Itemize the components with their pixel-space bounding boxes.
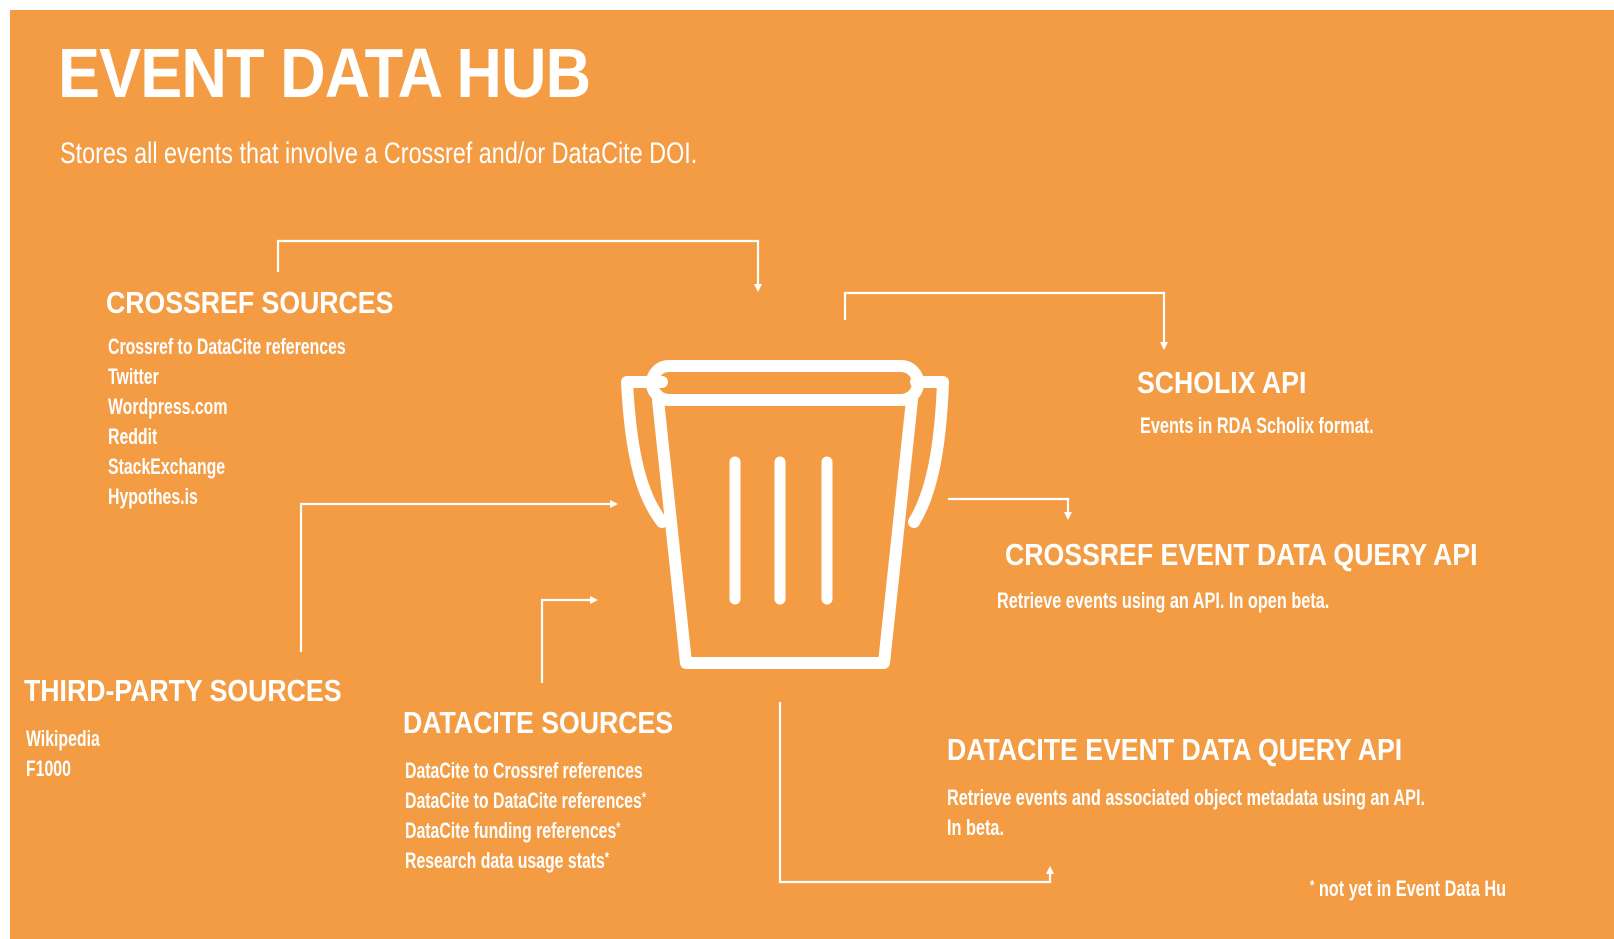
list-item: Hypothes.is (108, 484, 198, 509)
scholix-api-description: Events in RDA Scholix format. (1140, 413, 1374, 438)
infographic-canvas: EVENT DATA HUB Stores all events that in… (10, 10, 1614, 939)
datacite-query-api-description: Retrieve events and associated object me… (947, 783, 1425, 843)
footnote-mark: * (641, 789, 647, 806)
footnote: * not yet in Event Data Hu (1310, 874, 1506, 904)
crossref-query-api-heading: CROSSREF EVENT DATA QUERY API (1005, 537, 1478, 572)
footnote-mark: * (1310, 877, 1315, 894)
list-item: Wordpress.com (108, 394, 228, 419)
datacite-sources-list: DataCite to Crossref references DataCite… (405, 756, 646, 876)
arrow-datacite-to-hub (540, 596, 598, 683)
footnote-mark: * (616, 819, 621, 836)
bucket-icon (621, 360, 949, 669)
list-item: DataCite to Crossref references (405, 756, 646, 786)
arrow-hub-to-crossref-api (948, 497, 1072, 520)
footnote-text: not yet in Event Data Hu (1318, 876, 1507, 901)
crossref-sources-list: Crossref to DataCite references Twitter … (108, 332, 346, 512)
list-item-label: DataCite funding references (405, 818, 617, 843)
arrow-hub-to-datacite-api (778, 702, 1054, 884)
list-item: Wikipedia (26, 726, 100, 751)
arrow-thirdparty-to-hub (299, 500, 618, 652)
list-item: F1000 (26, 756, 71, 781)
datacite-query-api-heading: DATACITE EVENT DATA QUERY API (947, 732, 1403, 767)
description-line: In beta. (947, 815, 1004, 840)
flow-diagram (276, 239, 1168, 884)
page-subtitle: Stores all events that involve a Crossre… (60, 137, 698, 170)
list-item: DataCite to DataCite references* (405, 786, 646, 816)
description-line: Retrieve events and associated object me… (947, 785, 1426, 810)
arrow-crossref-to-hub (276, 239, 762, 292)
list-item-label: Research data usage stats (405, 848, 605, 873)
list-item: DataCite funding references* (405, 816, 646, 846)
list-item: StackExchange (108, 454, 226, 479)
scholix-api-heading: SCHOLIX API (1137, 365, 1307, 400)
list-item: Reddit (108, 424, 158, 449)
list-item-label: DataCite to DataCite references (405, 788, 642, 813)
list-item: Crossref to DataCite references (108, 334, 346, 359)
third-party-sources-list: Wikipedia F1000 (26, 724, 100, 784)
crossref-query-api-description: Retrieve events using an API. In open be… (997, 588, 1330, 613)
list-item: Twitter (108, 364, 159, 389)
page-title: EVENT DATA HUB (58, 34, 591, 112)
list-item: Research data usage stats* (405, 846, 646, 876)
list-item-label: DataCite to Crossref references (405, 758, 643, 783)
arrow-hub-to-scholix (843, 291, 1168, 350)
footnote-mark: * (604, 849, 610, 866)
third-party-sources-heading: THIRD-PARTY SOURCES (24, 673, 342, 708)
crossref-sources-heading: CROSSREF SOURCES (106, 285, 394, 320)
datacite-sources-heading: DATACITE SOURCES (403, 705, 674, 740)
